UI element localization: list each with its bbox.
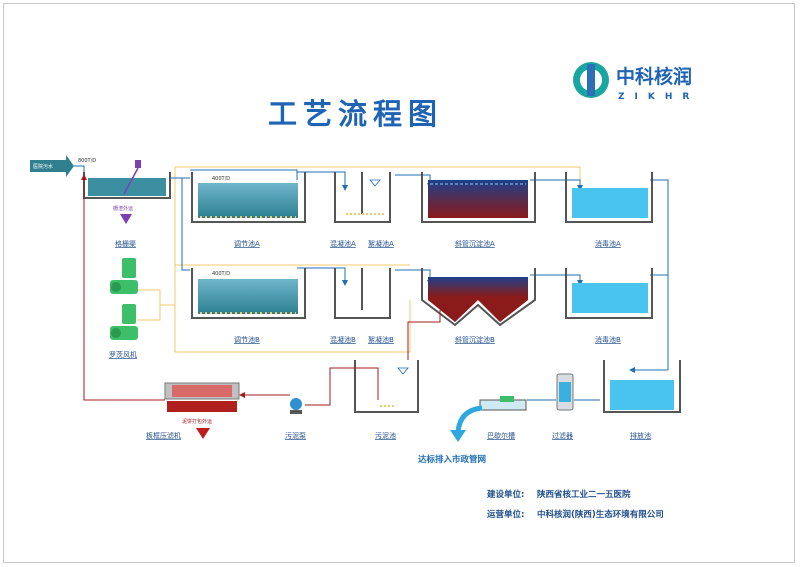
mixing-tank-a-label: 混凝池A xyxy=(330,239,356,248)
disinfection-tank-a: 消毒池A xyxy=(565,172,653,248)
operator-label: 运营单位: xyxy=(487,509,524,520)
filter-press-label: 板框压滤机 xyxy=(146,431,181,440)
disinfection-tank-b: 消毒池B xyxy=(565,268,653,344)
page-frame xyxy=(3,3,795,563)
screen-label: 格栅渠 xyxy=(115,239,136,248)
water-pipeline xyxy=(170,169,669,401)
screen-note: 栅渣外运 xyxy=(113,205,133,212)
sludge-tank-label: 污泥池 xyxy=(375,431,396,440)
screen-channel: 栅渣外运 格栅渠 xyxy=(83,160,171,248)
roots-blower: 罗茨风机 xyxy=(109,258,138,359)
inflow-flow: 800T/D xyxy=(78,158,96,164)
outflow-label: 达标排入市政管网 xyxy=(418,454,486,465)
regulating-b-flow: 400T/D xyxy=(212,271,230,277)
logo-subtitle: ZIKHR xyxy=(618,92,699,102)
discharge-label: 排放池 xyxy=(630,431,651,440)
builder-name: 陕西省核工业二一五医院 xyxy=(537,489,631,500)
regulating-tank-a: 400T/D 调节池A xyxy=(191,172,306,248)
filter-unit: 过滤器 xyxy=(552,373,574,440)
down-arrow-icon xyxy=(120,214,132,224)
outflow-arrow-icon xyxy=(450,430,466,442)
inflow-arrow: 医院污水 800T/D xyxy=(30,155,96,177)
logo-name: 中科核润 xyxy=(616,65,692,88)
coagulation-tanks-a: 混凝池A 絮凝池A xyxy=(330,172,394,248)
operator-name: 中科核润(陕西)生态环境有限公司 xyxy=(537,509,664,520)
regulating-tank-b-label: 调节池B xyxy=(234,335,260,344)
coagulation-tanks-b: 混凝池B 絮凝池B xyxy=(330,268,394,344)
air-pipeline xyxy=(137,166,581,353)
filter-label: 过滤器 xyxy=(552,431,573,440)
down-arrow-icon xyxy=(196,428,210,439)
sludge-tank: 污泥池 xyxy=(354,360,419,440)
filter-press: 泥饼打包外运 板框压滤机 xyxy=(146,382,240,440)
settling-tank-b: 斜管沉淀池B xyxy=(421,268,536,344)
inflow-source: 医院污水 xyxy=(33,163,53,170)
discharge-tank: 排放池 xyxy=(603,360,681,440)
disinfection-tank-b-label: 消毒池B xyxy=(595,335,621,344)
settling-tank-a: 斜管沉淀池A xyxy=(421,172,536,248)
sludge-pump: 污泥泵 xyxy=(285,398,306,440)
disinfection-tank-a-label: 消毒池A xyxy=(595,239,621,248)
parshall-label: 巴歇尔槽 xyxy=(487,431,515,440)
settling-tank-b-label: 斜管沉淀池B xyxy=(455,335,495,344)
outflow: 达标排入市政管网 xyxy=(418,405,486,465)
blower-label: 罗茨风机 xyxy=(109,350,137,359)
flocculation-tank-a-label: 絮凝池A xyxy=(368,239,394,248)
company-logo: 中科核润 ZIKHR xyxy=(573,62,699,102)
regulating-tank-b: 400T/D 调节池B xyxy=(191,268,306,344)
sludge-pump-label: 污泥泵 xyxy=(285,432,306,440)
sludge-pipeline xyxy=(81,174,441,406)
flocculation-tank-b-label: 絮凝池B xyxy=(368,335,394,344)
cake-note: 泥饼打包外运 xyxy=(182,418,212,425)
mixing-tank-b-label: 混凝池B xyxy=(330,335,356,344)
parshall-flume: 巴歇尔槽 xyxy=(479,396,527,440)
settling-tank-a-label: 斜管沉淀池A xyxy=(455,239,495,248)
project-info: 建设单位: 陕西省核工业二一五医院 运营单位: 中科核润(陕西)生态环境有限公司 xyxy=(486,489,664,520)
page-title: 工艺流程图 xyxy=(268,97,443,131)
regulating-a-flow: 400T/D xyxy=(212,176,230,182)
builder-label: 建设单位: xyxy=(486,489,524,500)
regulating-tank-a-label: 调节池A xyxy=(234,239,260,248)
